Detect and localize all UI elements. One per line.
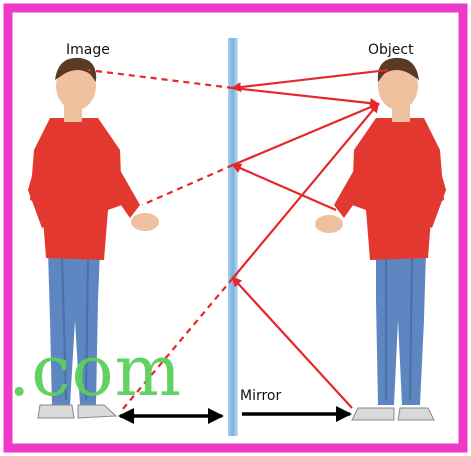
- incident-ray-1: [231, 68, 389, 93]
- pink-border: [3, 3, 468, 453]
- reflected-ray-3: [232, 102, 380, 279]
- reflected-ray-2: [232, 102, 380, 167]
- virtual-ray-3: [121, 277, 234, 411]
- mirror: [228, 38, 238, 436]
- incident-ray-3: [231, 276, 353, 409]
- object-label: Object: [368, 42, 414, 58]
- image-person: [28, 57, 159, 419]
- virtual-ray-2: [141, 163, 234, 207]
- image-label: Image: [66, 42, 110, 58]
- reflected-ray-1: [232, 86, 380, 109]
- object-person: [315, 57, 446, 421]
- incident-ray-2: [231, 163, 337, 212]
- watermark-text: .com: [8, 330, 182, 412]
- light-rays: [87, 68, 389, 411]
- virtual-ray-1: [87, 68, 234, 90]
- mirror-label: Mirror: [240, 388, 282, 404]
